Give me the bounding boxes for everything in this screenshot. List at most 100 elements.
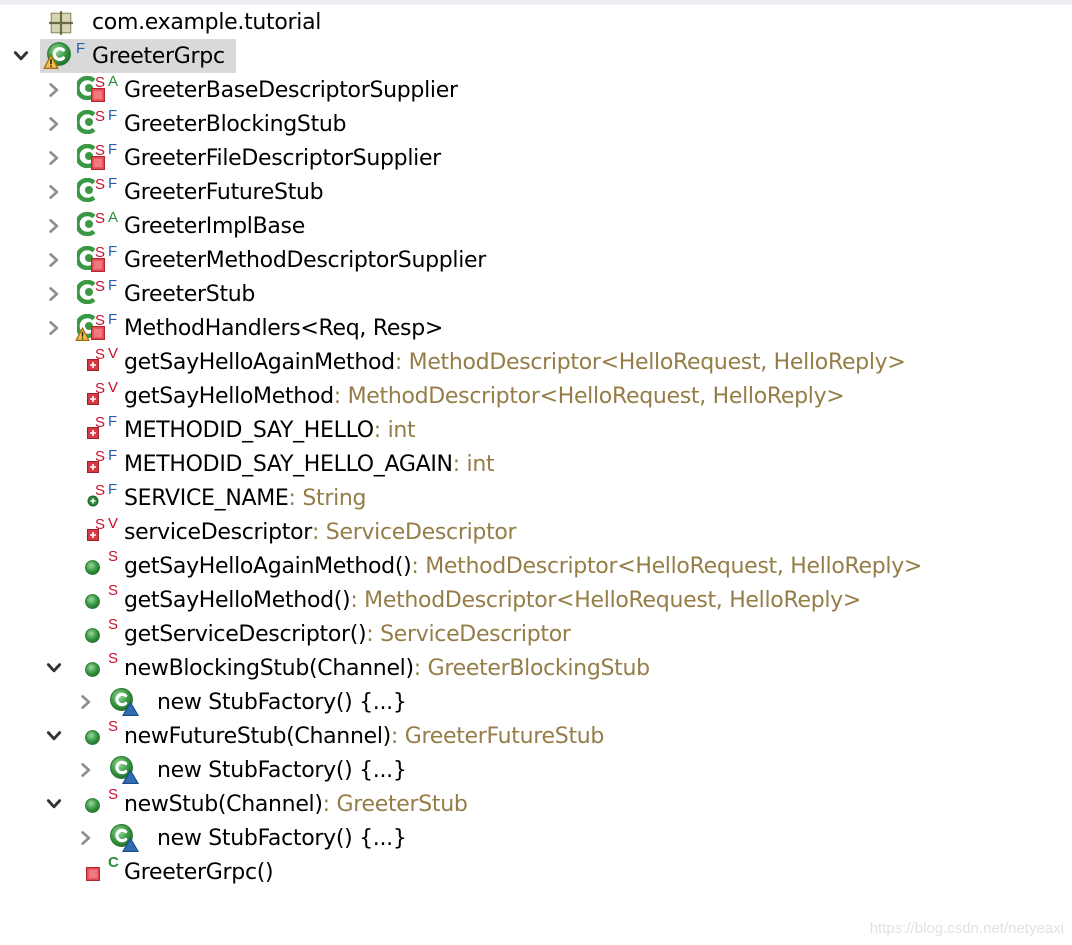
tree-item-package[interactable]: com.example.tutorial	[0, 5, 1072, 39]
method-return-type: : GreeterBlockingStub	[413, 655, 650, 681]
static-modifier: S	[95, 448, 105, 465]
inner-class-label: GreeterImplBase	[124, 213, 305, 239]
public-method-icon	[84, 559, 101, 576]
static-modifier: S	[108, 650, 118, 667]
default-access-icon	[122, 770, 139, 784]
chevron-right-icon	[45, 251, 63, 269]
package-icon	[48, 10, 74, 36]
chevron-right-icon	[45, 217, 63, 235]
tree-item-inner-class[interactable]: S F MethodHandlers<Req, Resp>	[0, 311, 1072, 345]
method-name: getSayHelloAgainMethod()	[124, 553, 412, 579]
public-method-icon	[84, 627, 101, 644]
field-type: : ServiceDescriptor	[312, 519, 517, 545]
anonymous-class-label: new StubFactory() {...}	[157, 757, 407, 783]
warning-icon	[43, 54, 59, 70]
field-label: getSayHelloAgainMethod : MethodDescripto…	[124, 345, 906, 379]
static-modifier: S	[95, 176, 105, 193]
abstract-modifier: A	[108, 73, 118, 90]
chevron-right-icon	[77, 693, 95, 711]
chevron-down-icon	[45, 659, 63, 677]
field-label: SERVICE_NAME : String	[124, 481, 367, 515]
method-label: getSayHelloMethod() : MethodDescriptor<H…	[124, 583, 861, 617]
static-modifier: S	[95, 142, 105, 159]
tree-item-inner-class[interactable]: S F GreeterStub	[0, 277, 1072, 311]
static-modifier: S	[108, 786, 118, 803]
final-modifier: F	[76, 40, 85, 57]
tree-item-anonymous-class[interactable]: new StubFactory() {...}	[0, 753, 1072, 787]
static-modifier: S	[95, 414, 105, 431]
tree-item-anonymous-class[interactable]: new StubFactory() {...}	[0, 821, 1072, 855]
expand-toggle[interactable]	[43, 317, 65, 339]
expand-toggle[interactable]	[43, 249, 65, 271]
tree-item-field[interactable]: S F METHODID_SAY_HELLO : int	[0, 413, 1072, 447]
static-modifier: S	[95, 516, 105, 533]
expand-toggle[interactable]	[43, 181, 65, 203]
tree-item-inner-class[interactable]: S A GreeterBaseDescriptorSupplier	[0, 73, 1072, 107]
tree-item-constructor[interactable]: C GreeterGrpc()	[0, 855, 1072, 889]
expand-toggle[interactable]	[43, 113, 65, 135]
volatile-modifier: V	[108, 379, 118, 396]
method-return-type: : GreeterFutureStub	[390, 723, 605, 749]
collapse-toggle[interactable]	[43, 793, 65, 815]
tree-item-root-class[interactable]: F GreeterGrpc	[0, 39, 1072, 73]
expand-toggle[interactable]	[43, 147, 65, 169]
class-label: GreeterGrpc	[92, 43, 225, 69]
expand-toggle[interactable]	[43, 79, 65, 101]
constructor-modifier: C	[108, 854, 119, 871]
tree-item-method[interactable]: S getSayHelloMethod() : MethodDescriptor…	[0, 583, 1072, 617]
field-label: METHODID_SAY_HELLO : int	[124, 413, 416, 447]
tree-item-method[interactable]: S getServiceDescriptor() : ServiceDescri…	[0, 617, 1072, 651]
expand-toggle[interactable]	[75, 759, 97, 781]
method-name: newStub(Channel)	[124, 791, 323, 817]
warning-icon	[75, 327, 90, 342]
tree-item-method[interactable]: S newBlockingStub(Channel) : GreeterBloc…	[0, 651, 1072, 685]
collapse-toggle[interactable]	[43, 657, 65, 679]
method-return-type: : ServiceDescriptor	[366, 621, 571, 647]
chevron-right-icon	[45, 149, 63, 167]
default-access-icon	[122, 838, 139, 852]
final-modifier: F	[108, 413, 117, 430]
chevron-right-icon	[77, 761, 95, 779]
public-method-icon	[84, 797, 101, 814]
final-modifier: F	[108, 481, 117, 498]
chevron-right-icon	[45, 115, 63, 133]
tree-item-method[interactable]: S newStub(Channel) : GreeterStub	[0, 787, 1072, 821]
expand-toggle[interactable]	[43, 283, 65, 305]
field-name: getSayHelloAgainMethod	[124, 349, 395, 375]
static-modifier: S	[95, 278, 105, 295]
tree-item-inner-class[interactable]: S F GreeterMethodDescriptorSupplier	[0, 243, 1072, 277]
tree-item-method[interactable]: S getSayHelloAgainMethod() : MethodDescr…	[0, 549, 1072, 583]
tree-item-inner-class[interactable]: S F GreeterFutureStub	[0, 175, 1072, 209]
expand-toggle[interactable]	[75, 827, 97, 849]
default-access-icon	[122, 702, 139, 716]
tree-item-field[interactable]: S F SERVICE_NAME : String	[0, 481, 1072, 515]
static-modifier: S	[108, 582, 118, 599]
public-method-icon	[84, 661, 101, 678]
expand-toggle[interactable]	[75, 691, 97, 713]
method-label: newStub(Channel) : GreeterStub	[124, 787, 468, 821]
collapse-toggle[interactable]	[43, 725, 65, 747]
tree-item-field[interactable]: S V serviceDescriptor : ServiceDescripto…	[0, 515, 1072, 549]
expand-toggle[interactable]	[43, 215, 65, 237]
static-modifier: S	[95, 244, 105, 261]
collapse-toggle[interactable]	[10, 45, 32, 67]
tree-item-anonymous-class[interactable]: new StubFactory() {...}	[0, 685, 1072, 719]
method-name: getServiceDescriptor()	[124, 621, 367, 647]
static-modifier: S	[95, 108, 105, 125]
tree-item-inner-class[interactable]: S F GreeterBlockingStub	[0, 107, 1072, 141]
tree-item-method[interactable]: S newFutureStub(Channel) : GreeterFuture…	[0, 719, 1072, 753]
tree-item-field[interactable]: S F METHODID_SAY_HELLO_AGAIN : int	[0, 447, 1072, 481]
field-type: : MethodDescriptor<HelloRequest, HelloRe…	[333, 383, 845, 409]
method-return-type: : GreeterStub	[322, 791, 468, 817]
method-return-type: : MethodDescriptor<HelloRequest, HelloRe…	[350, 587, 862, 613]
inner-class-label: GreeterFileDescriptorSupplier	[124, 145, 441, 171]
inner-class-label: GreeterMethodDescriptorSupplier	[124, 247, 487, 273]
tree-item-field[interactable]: S V getSayHelloAgainMethod : MethodDescr…	[0, 345, 1072, 379]
tree-item-inner-class[interactable]: S F GreeterFileDescriptorSupplier	[0, 141, 1072, 175]
tree-item-inner-class[interactable]: S A GreeterImplBase	[0, 209, 1072, 243]
method-name: getSayHelloMethod()	[124, 587, 351, 613]
anonymous-class-label: new StubFactory() {...}	[157, 689, 407, 715]
final-modifier: F	[108, 311, 117, 328]
tree-item-field[interactable]: S V getSayHelloMethod : MethodDescriptor…	[0, 379, 1072, 413]
static-modifier: S	[95, 380, 105, 397]
